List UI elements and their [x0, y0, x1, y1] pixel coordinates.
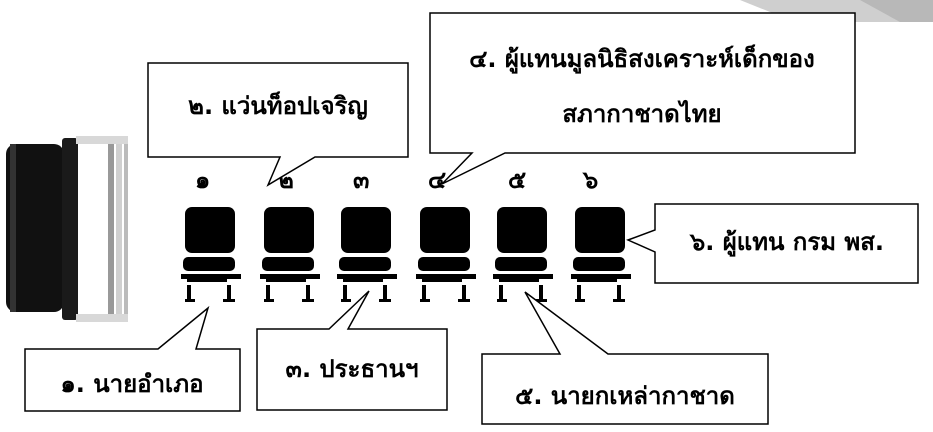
callout-3: ๓. ประธานฯ	[256, 290, 448, 411]
seat-numbers: ๑ ๒ ๓ ๔ ๕ ๖	[195, 166, 598, 194]
callout-3-text: ๓. ประธานฯ	[286, 355, 419, 383]
podium-icon	[6, 136, 128, 322]
seat-number-4: ๔	[428, 166, 446, 194]
callout-5: ๕. นายกเหล่ากาชาด	[481, 291, 769, 425]
chair-icon	[493, 207, 553, 302]
callout-1-text: ๑. นายอำเภอ	[61, 370, 204, 398]
seat-number-3: ๓	[353, 166, 369, 194]
callout-4-text-line1: ๔. ผู้แทนมูลนิธิสงเคราะห์เด็กของ	[469, 44, 815, 74]
seat-number-6: ๖	[582, 166, 598, 194]
seat-number-1: ๑	[195, 166, 210, 194]
callout-2-text: ๒. แว่นท็อปเจริญ	[188, 91, 368, 120]
chair-icon	[260, 207, 320, 302]
chair-icon	[181, 207, 241, 302]
chairs	[181, 207, 631, 302]
callout-4-text-line2: สภากาชาดไทย	[562, 99, 721, 128]
callout-6-text: ๖. ผู้แทน กรม พส.	[689, 228, 884, 257]
chair-icon	[571, 207, 631, 302]
chair-icon	[416, 207, 476, 302]
callout-6: ๖. ผู้แทน กรม พส.	[626, 203, 919, 284]
seat-number-5: ๕	[508, 166, 526, 194]
chair-icon	[337, 207, 397, 302]
callout-5-text: ๕. นายกเหล่ากาชาด	[515, 382, 735, 410]
callout-1: ๑. นายอำเภอ	[24, 305, 241, 412]
callout-4: ๔. ผู้แทนมูลนิธิสงเคราะห์เด็กของ สภากาชา…	[429, 12, 856, 185]
callout-2: ๒. แว่นท็อปเจริญ	[147, 62, 409, 187]
